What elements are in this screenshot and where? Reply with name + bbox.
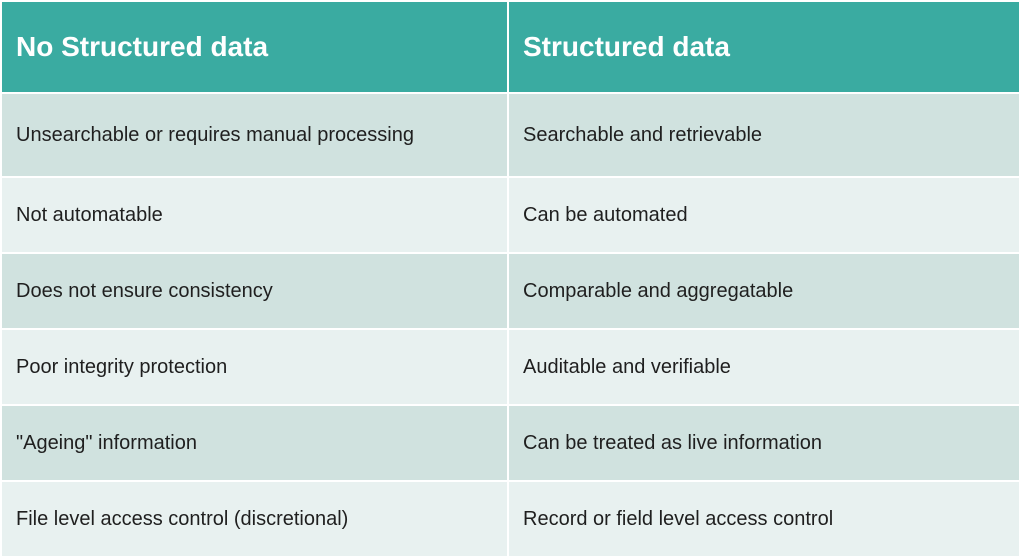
row-2-col-2: Can be automated xyxy=(509,178,1019,252)
row-6-col-2: Record or field level access control xyxy=(509,482,1019,556)
row-6-col-1: File level access control (discretional) xyxy=(2,482,507,556)
header-structured-data: Structured data xyxy=(509,2,1019,92)
row-1-col-1: Unsearchable or requires manual processi… xyxy=(2,94,507,176)
row-2-col-1: Not automatable xyxy=(2,178,507,252)
row-3-col-2: Comparable and aggregatable xyxy=(509,254,1019,328)
row-5-col-1: "Ageing" information xyxy=(2,406,507,480)
row-1-col-2: Searchable and retrievable xyxy=(509,94,1019,176)
header-no-structured-data: No Structured data xyxy=(2,2,507,92)
row-3-col-1: Does not ensure consistency xyxy=(2,254,507,328)
row-5-col-2: Can be treated as live information xyxy=(509,406,1019,480)
row-4-col-2: Auditable and verifiable xyxy=(509,330,1019,404)
row-4-col-1: Poor integrity protection xyxy=(2,330,507,404)
